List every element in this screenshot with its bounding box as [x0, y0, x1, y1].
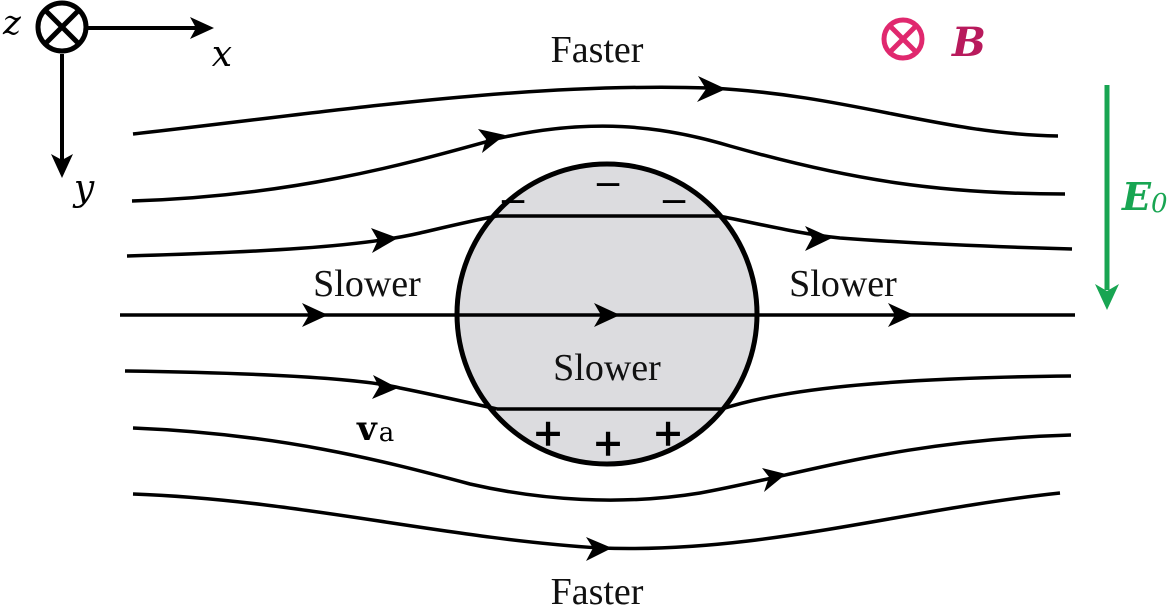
- arrowhead-icon: [888, 303, 914, 327]
- streamlines: [120, 85, 1075, 551]
- negative-charge: −: [593, 164, 623, 205]
- arrowhead-icon: [302, 303, 328, 327]
- region-label-bottom: Faster: [551, 571, 644, 609]
- electric-field-indicator: E0: [1095, 85, 1168, 310]
- x-axis-label: x: [212, 34, 232, 75]
- region-label-top: Faster: [551, 29, 644, 71]
- velocity-label: va: [356, 409, 394, 449]
- region-label-right: Slower: [789, 263, 897, 305]
- streamline-1: [132, 85, 1059, 138]
- streamline-5-right: [721, 374, 1072, 411]
- electric-field-label: E0: [1121, 174, 1168, 219]
- streamline-5-left: [124, 369, 498, 411]
- streamline-6: [132, 426, 1072, 502]
- flow-arrowheads: [302, 76, 914, 561]
- e-field-symbol: E: [1121, 174, 1152, 219]
- negative-charge: −: [498, 181, 528, 222]
- b-field-into-page-icon: [881, 17, 925, 61]
- magnetic-field-label: B: [951, 19, 986, 66]
- y-axis-label: y: [72, 168, 95, 209]
- streamline-3-right: [718, 214, 1073, 251]
- region-label-center: Slower: [553, 347, 661, 389]
- region-label-left: Slower: [313, 263, 421, 305]
- e-field-subscript: 0: [1151, 189, 1168, 219]
- z-axis-into-page-icon: [35, 0, 89, 54]
- arrowhead-icon: [372, 375, 398, 399]
- e-field-arrowhead: [1095, 284, 1119, 310]
- y-axis-arrowhead: [51, 154, 73, 178]
- negative-charge: −: [659, 181, 689, 222]
- positive-charge: +: [592, 420, 624, 465]
- streamline-2: [131, 124, 1066, 203]
- arrowhead-icon: [762, 468, 786, 492]
- arrowhead-icon: [371, 228, 398, 253]
- z-axis-label: z: [2, 3, 22, 43]
- positive-charges: + + +: [532, 410, 684, 465]
- velocity-symbol: v: [356, 409, 378, 449]
- positive-charge: +: [532, 410, 564, 455]
- streamline-3-left: [126, 214, 498, 258]
- x-axis-arrowhead: [190, 17, 214, 39]
- magnetic-field-indicator: B: [881, 17, 986, 66]
- arrowhead-icon: [586, 537, 612, 561]
- arrowhead-icon: [594, 303, 620, 327]
- arrowhead-icon: [697, 76, 726, 102]
- arrowhead-icon: [805, 226, 832, 251]
- coordinate-axes: x y z: [2, 0, 232, 209]
- negative-charges: − − −: [498, 164, 689, 222]
- positive-charge: +: [652, 410, 684, 455]
- arrowhead-icon: [478, 129, 505, 153]
- velocity-subscript: a: [379, 418, 395, 448]
